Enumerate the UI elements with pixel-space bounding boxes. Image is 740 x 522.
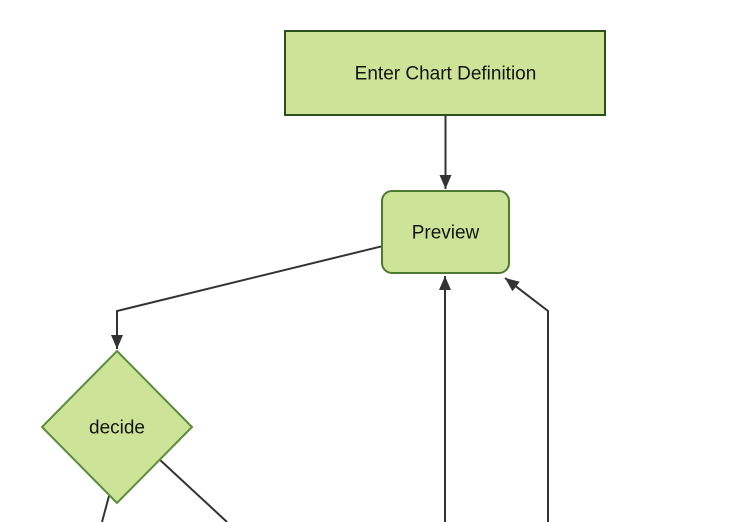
- preview-box: [381, 190, 510, 274]
- enter-chart-definition-box: [284, 30, 606, 116]
- node-enter-chart-definition: Enter Chart Definition: [284, 30, 606, 116]
- enter-chart-definition-label: Enter Chart Definition: [355, 64, 537, 85]
- edge-preview-to-decide: [111, 245, 384, 349]
- edge-decide-down-left: [101, 495, 110, 522]
- decide-diamond: [40, 349, 194, 505]
- edge-bottomright-to-preview: [504, 277, 549, 522]
- decide-label: decide: [89, 418, 145, 439]
- preview-label: Preview: [412, 223, 480, 244]
- node-preview: Preview: [381, 190, 510, 274]
- node-decide: decide: [40, 349, 194, 505]
- edge-decide-down-right: [158, 458, 228, 522]
